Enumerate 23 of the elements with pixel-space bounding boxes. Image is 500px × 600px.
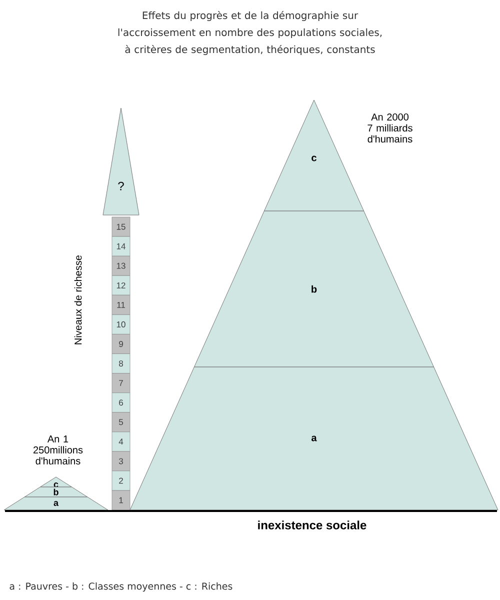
level-cell: 2 bbox=[112, 470, 130, 491]
level-cell: 7 bbox=[112, 373, 130, 393]
level-cell: 14 bbox=[112, 236, 130, 256]
pyramid-band: a bbox=[130, 366, 498, 510]
year-label: An 1 250millions d'humains bbox=[34, 436, 83, 464]
title: Effets du progrès et de la démographie sur l'accroissement en nombre des populations sociales, à critères de segmentation, théoriques, constants bbox=[118, 10, 382, 56]
level-cell: 13 bbox=[112, 256, 130, 276]
arrow-head: ? bbox=[102, 108, 140, 216]
pyramid-band: c bbox=[264, 100, 364, 212]
level-cell: 5 bbox=[112, 412, 130, 432]
level-cell: 12 bbox=[112, 275, 130, 296]
level-cell: 11 bbox=[112, 294, 130, 315]
axis-label: Niveaux de richesse bbox=[74, 255, 82, 344]
level-cell: 10 bbox=[112, 314, 130, 334]
level-cell: 4 bbox=[112, 432, 130, 452]
level-cell: 9 bbox=[112, 334, 130, 354]
level-cell: 6 bbox=[112, 392, 130, 412]
pyramid-band: b bbox=[24, 486, 88, 498]
level-cell: 3 bbox=[112, 451, 130, 472]
level-cell: 8 bbox=[112, 354, 130, 374]
level-cell: 1 bbox=[112, 490, 130, 510]
caption: a : Pauvres - b : Classes moyennes - c : Riches bbox=[10, 582, 232, 592]
level-cell: 15 bbox=[112, 216, 130, 237]
